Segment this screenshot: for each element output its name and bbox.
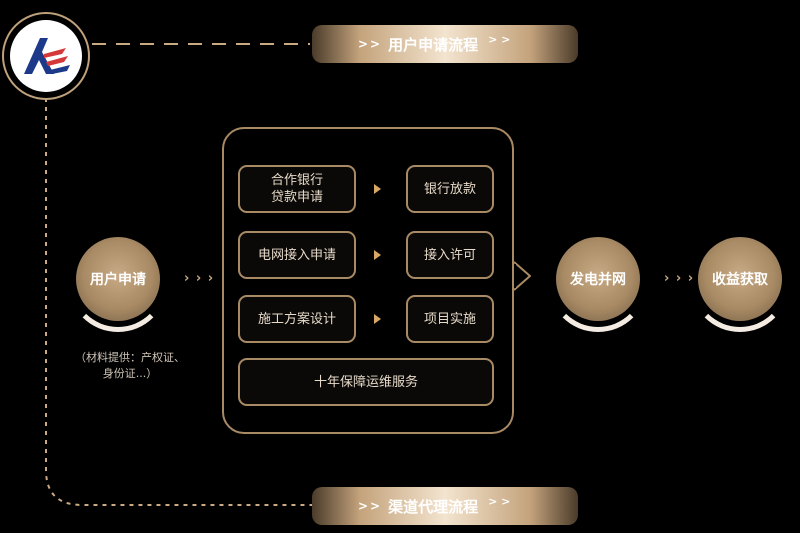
chevron-right-icon: › › › [184,271,215,286]
grid-connect-node: 发电并网 [556,237,640,321]
maintenance-service-box: 十年保障运维服务 [238,358,494,406]
grid-apply-box: 电网接入申请 [238,231,356,279]
earnings-arc [690,232,790,332]
arrow-right-icon [374,314,381,324]
double-chevron-icon: >> [358,499,383,513]
access-permit-box: 接入许可 [406,231,494,279]
arrow-right-icon [374,184,381,194]
user-apply-note: （材料提供：产权证、身份证...） [75,351,185,380]
chevron-right-icon: › › › [664,271,695,286]
user-apply-node: 用户申请 [76,237,160,321]
earnings-node: 收益获取 [698,237,782,321]
chevron-tail-icon: > > [488,32,511,46]
user-apply-arc [68,232,168,332]
project-implementation-box: 项目实施 [406,295,494,343]
agent-flow-title: 渠道代理流程 [388,497,479,516]
chevron-tail-icon: > > [488,494,511,508]
user-flow-banner: >> 用户申请流程 > > [312,25,578,63]
user-flow-title: 用户申请流程 [388,35,479,54]
construction-design-box: 施工方案设计 [238,295,356,343]
double-chevron-icon: >> [358,37,383,51]
loan-apply-box: 合作银行贷款申请 [238,165,356,213]
company-logo [2,12,90,100]
process-panel [222,127,514,434]
grid-connect-arc [548,232,648,332]
agent-flow-banner: >> 渠道代理流程 > > [312,487,578,525]
bank-loan-box: 银行放款 [406,165,494,213]
arrow-right-icon [374,250,381,260]
logo-mark-icon [24,38,70,74]
